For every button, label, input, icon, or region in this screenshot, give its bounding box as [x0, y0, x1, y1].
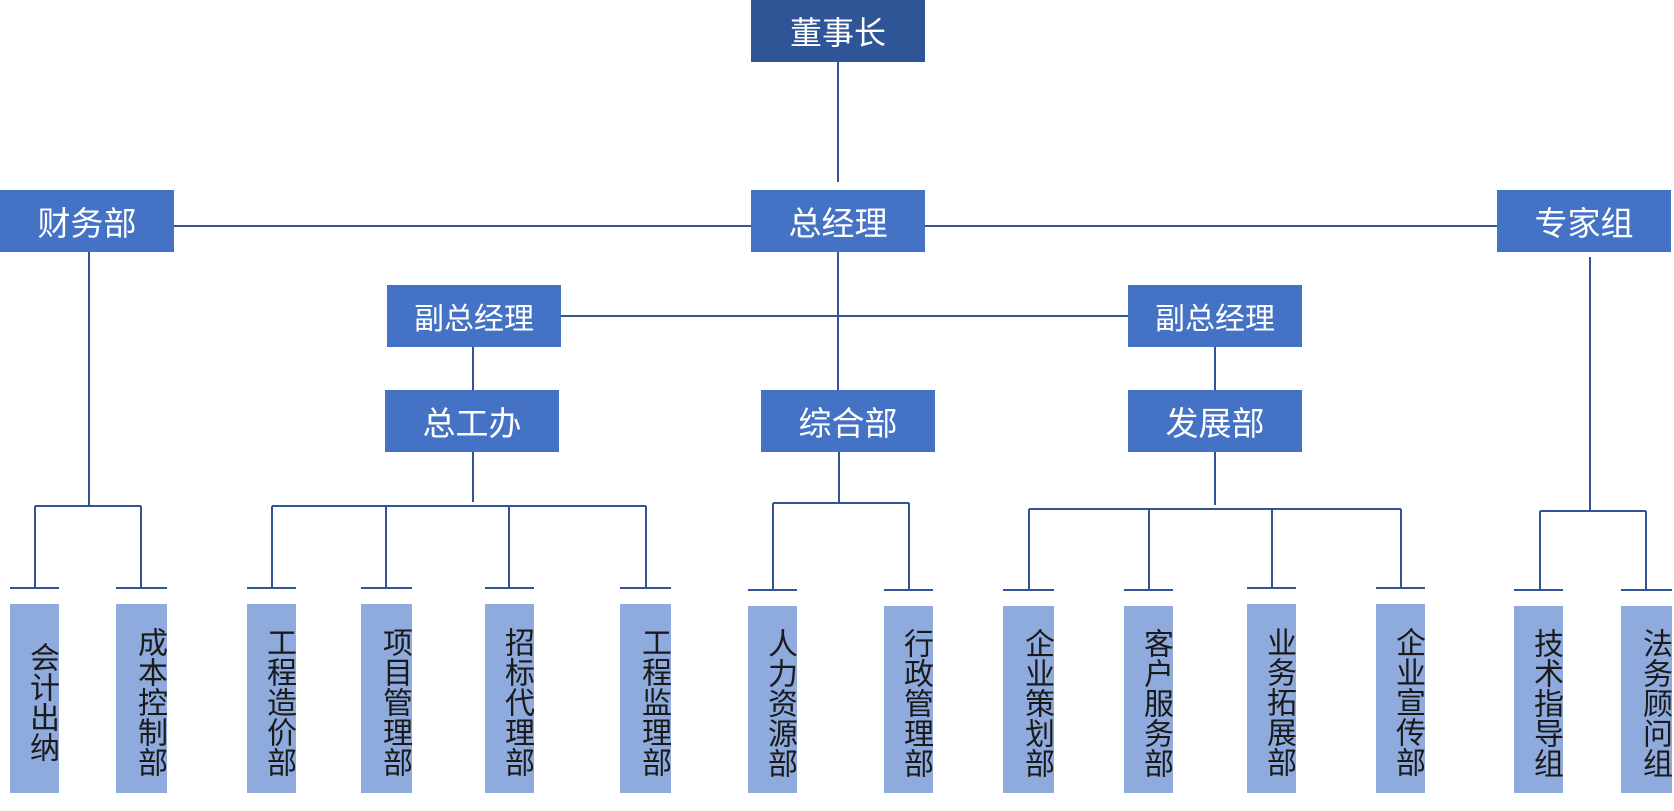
leaf-cost-control[interactable]: 成本控制部	[116, 604, 167, 793]
node-chairman[interactable]: 董事长	[751, 0, 925, 62]
leaf-supervision[interactable]: 工程监理部	[620, 604, 671, 793]
node-general-manager[interactable]: 总经理	[751, 190, 925, 252]
node-development[interactable]: 发展部	[1128, 390, 1302, 452]
leaf-tender-agency[interactable]: 招标代理部	[485, 604, 534, 793]
node-vp-left[interactable]: 副总经理	[387, 285, 561, 347]
leaf-planning[interactable]: 企业策划部	[1003, 606, 1054, 793]
node-finance[interactable]: 财务部	[0, 190, 174, 252]
leaf-administration[interactable]: 行政管理部	[884, 606, 933, 793]
leaf-publicity[interactable]: 企业宣传部	[1376, 604, 1425, 793]
node-general-dept[interactable]: 综合部	[761, 390, 935, 452]
node-vp-right[interactable]: 副总经理	[1128, 285, 1302, 347]
leaf-business-expansion[interactable]: 业务拓展部	[1247, 604, 1296, 793]
leaf-customer-service[interactable]: 客户服务部	[1124, 606, 1173, 793]
leaf-technical-guidance[interactable]: 技术指导组	[1514, 606, 1563, 793]
leaf-accounting[interactable]: 会计出纳	[10, 604, 59, 793]
leaf-legal-counsel[interactable]: 法务顾问组	[1621, 606, 1672, 793]
node-experts[interactable]: 专家组	[1497, 190, 1671, 252]
node-chief-engineer[interactable]: 总工办	[385, 390, 559, 452]
leaf-human-resources[interactable]: 人力资源部	[748, 606, 797, 793]
leaf-cost-estimation[interactable]: 工程造价部	[247, 604, 296, 793]
leaf-project-management[interactable]: 项目管理部	[361, 604, 412, 793]
